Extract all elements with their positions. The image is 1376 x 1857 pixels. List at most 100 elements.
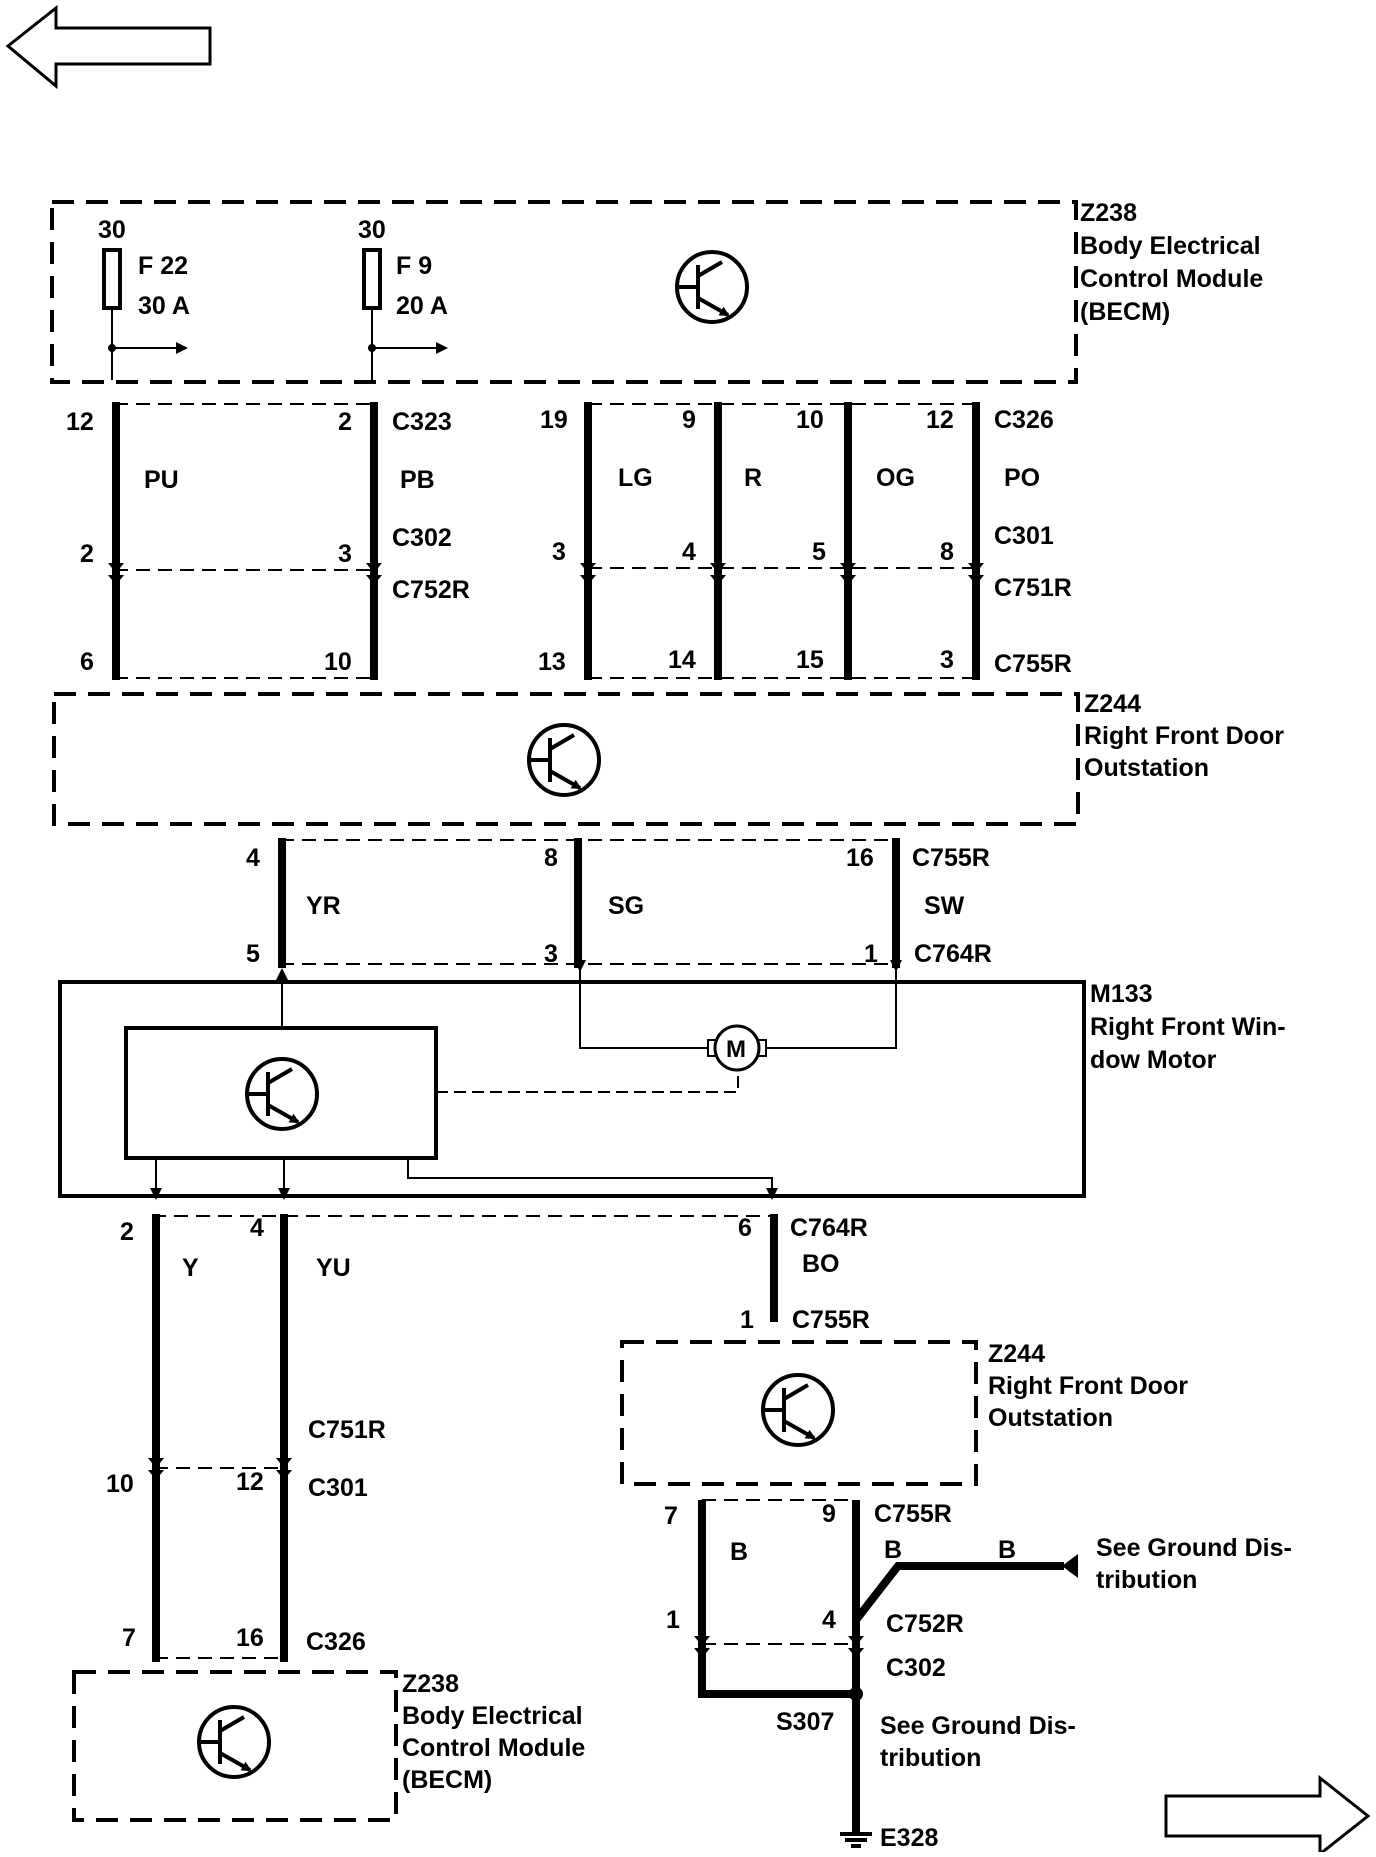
motor-symbol: M [726,1036,746,1063]
pin-po-a: 12 [926,406,954,434]
wire-r-color: R [744,464,762,492]
motor-link-wires: 4 8 16 C755R YR SG SW 5 3 1 C764R [246,838,992,968]
becm-bottom-name-1: Body Electrical [402,1702,583,1730]
wire-pu-color: PU [144,466,179,494]
door-outstation-1-name-1: Right Front Door [1084,722,1284,750]
conn-c755r-motor: C755R [912,844,990,872]
pin-pb-a: 2 [338,408,352,436]
becm-top-outline [50,200,1078,384]
door-outstation-2-name-1: Right Front Door [988,1372,1188,1400]
splice-s307: S307 [776,1708,834,1736]
transistor-icon [761,1373,835,1447]
wire-lg-color: LG [618,464,653,492]
fuse-f22-rating: 30 A [138,292,190,320]
transistor-icon [675,250,749,324]
see-ground-2-line-2: tribution [880,1744,981,1772]
conn-c755r-top: C755R [994,650,1072,678]
pin-r-b: 4 [682,538,696,566]
pin-yr-top: 4 [246,844,260,872]
pin-pu-b: 2 [80,540,94,568]
wire-b-left-color: B [730,1538,748,1566]
fuse-icon [102,248,122,310]
fuse-f9: 30 F 9 20 A [358,216,448,380]
wire-b-branch-color: B [998,1536,1016,1564]
pin-yr-bottom: 5 [246,940,260,968]
motor-control-unit [124,1026,438,1160]
conn-c323: C323 [392,408,452,436]
fuse-f22: 30 F 22 30 A [98,216,190,380]
pin-r-c: 14 [668,646,696,674]
splice-icon [849,1687,863,1701]
pin-sg-bottom: 3 [544,940,558,968]
pin-po-b: 8 [940,538,954,566]
pin-bo-top: 6 [738,1214,752,1242]
conn-c301: C301 [994,522,1054,550]
pin-po-c: 3 [940,646,954,674]
wire-sg-color: SG [608,892,644,920]
top-wire-bundle: 12 2 19 9 10 12 C323 C326 PU PB LG R OG … [66,402,1072,680]
pin-og-c: 15 [796,646,824,674]
pin-y-bottom: 7 [122,1624,136,1652]
transistor-icon [245,1057,319,1131]
bo-wire-group: 6 C764R BO 1 C755R [738,1214,870,1334]
pin-y-mid: 10 [106,1470,134,1498]
wire-b-left [698,1500,856,1698]
see-ground-1-line-2: tribution [1096,1566,1197,1594]
conn-c751r: C751R [994,574,1072,602]
wire-y-color: Y [182,1254,199,1282]
left-arrow-icon [5,4,212,90]
motor-id: M133 [1090,980,1153,1008]
pin-og-a: 10 [796,406,824,434]
pin-yu-mid: 12 [236,1468,264,1496]
door-outstation-2-name-2: Outstation [988,1404,1113,1432]
conn-c302-ground: C302 [886,1654,946,1682]
pin-yu-top: 4 [250,1214,264,1242]
door-outstation-2-id: Z244 [988,1340,1045,1368]
previous-page-button[interactable] [5,4,212,90]
wire-b-branch [852,1562,1064,1623]
door-outstation-1: Z244 Right Front Door Outstation [52,690,1284,826]
ground-icon [840,1832,872,1848]
wire-b-right-color: B [884,1536,902,1564]
becm-bottom-id: Z238 [402,1670,459,1698]
pin-pu-c: 6 [80,648,94,676]
becm-bottom-module: Z238 Body Electrical Control Module (BEC… [72,1670,585,1822]
pin-b-right-top: 9 [822,1500,836,1528]
pin-yu-bottom: 16 [236,1624,264,1652]
pin-pb-c: 10 [324,648,352,676]
conn-c326-lower: C326 [306,1628,366,1656]
fuse-f22-supply: 30 [98,216,126,244]
window-motor-outline [58,980,1086,1198]
next-page-button[interactable] [1164,1774,1371,1857]
conn-c764r-motor: C764R [914,940,992,968]
conn-c755r-ground: C755R [874,1500,952,1528]
pin-y-top: 2 [120,1218,134,1246]
wire-bo-color: BO [802,1250,840,1278]
becm-bottom-name-3: (BECM) [402,1766,492,1794]
pin-lg-a: 19 [540,406,568,434]
becm-bottom-name-2: Control Module [402,1734,585,1762]
pin-og-b: 5 [812,538,826,566]
pin-lg-b: 3 [552,538,566,566]
conn-c752r-ground: C752R [886,1610,964,1638]
pin-pu-a: 12 [66,408,94,436]
motor-name-1: Right Front Win- [1090,1013,1286,1041]
becm-bottom-outline [72,1670,398,1822]
pin-pb-b: 3 [338,540,352,568]
motor-icon: M [707,1024,767,1072]
pin-b-left-top: 7 [664,1502,678,1530]
conn-c326: C326 [994,406,1054,434]
see-ground-2-line-1: See Ground Dis- [880,1712,1076,1740]
pin-sw-bottom: 1 [864,940,878,968]
transistor-icon [527,723,601,797]
window-motor-module: M133 Right Front Win- dow Motor M [58,960,1286,1200]
wire-yr-color: YR [306,892,341,920]
ground-e328: E328 [880,1824,938,1852]
pin-r-a: 9 [682,406,696,434]
pin-b-right-bottom: 4 [822,1606,836,1634]
ground-wiring: 7 9 C755R B B B See Ground Dis- tributio… [664,1499,1292,1852]
see-ground-1-line-1: See Ground Dis- [1096,1534,1292,1562]
conn-c755r-bo: C755R [792,1306,870,1334]
becm-top-module: Z238 Body Electrical Control Module (BEC… [50,199,1263,384]
